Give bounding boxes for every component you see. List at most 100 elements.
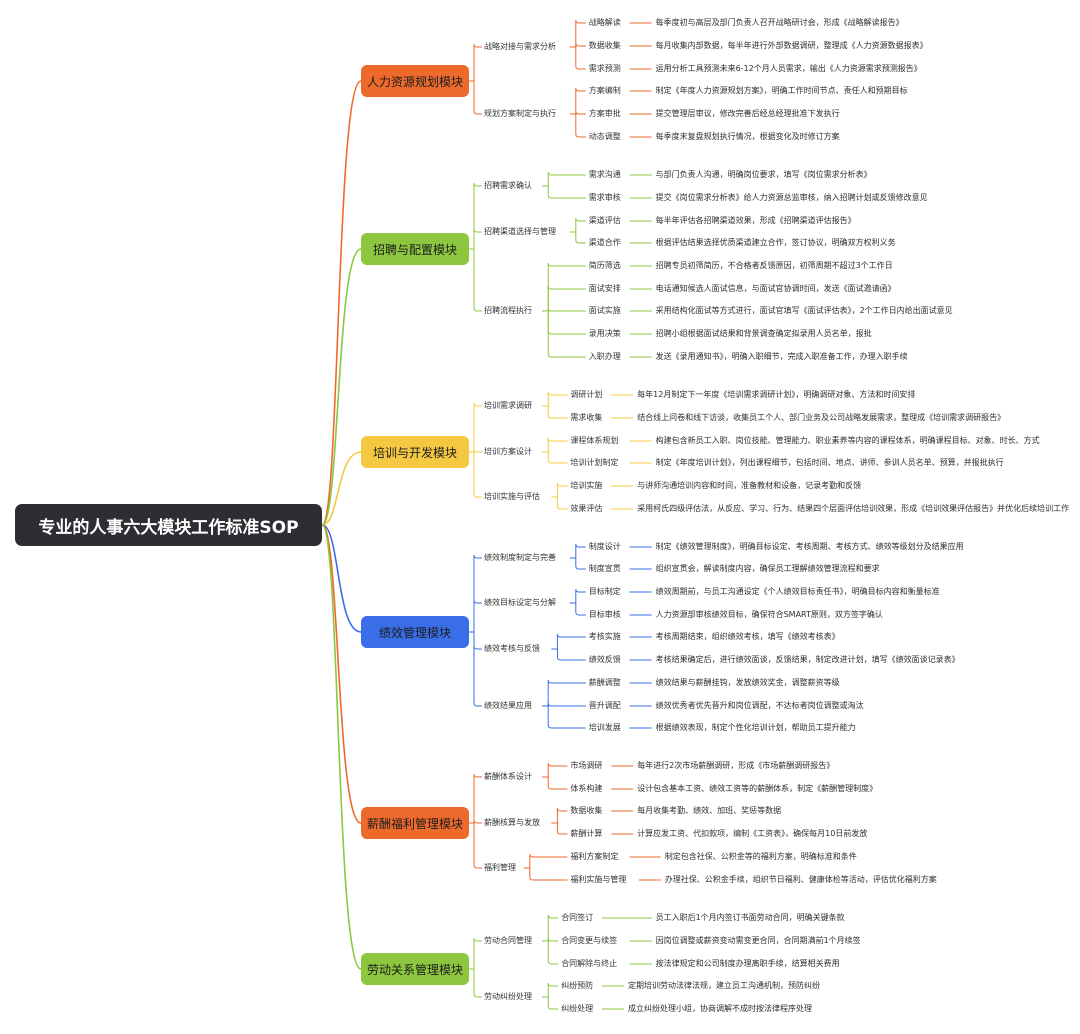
leaf-description[interactable]: 与部门负责人沟通，明确岗位要求，填写《岗位需求分析表》 — [655, 170, 872, 179]
leaf-description[interactable]: 按法律规定和公司制度办理离职手续，结算相关费用 — [655, 959, 840, 968]
leaf-topic[interactable]: 方案编制 — [588, 86, 621, 95]
sub-topic[interactable]: 劳动合同管理 — [484, 936, 532, 945]
leaf-description[interactable]: 计算应发工资、代扣款项，编制《工资表》，确保每月10日前发放 — [637, 829, 868, 838]
leaf-description[interactable]: 成立纠纷处理小组，协商调解不成时按法律程序处理 — [628, 1004, 812, 1013]
sub-topic[interactable]: 培训方案设计 — [484, 447, 532, 456]
leaf-description[interactable]: 根据绩效表现，制定个性化培训计划，帮助员工提升能力 — [655, 723, 856, 732]
leaf-topic[interactable]: 需求收集 — [570, 413, 603, 422]
leaf-topic[interactable]: 合同解除与终止 — [561, 959, 618, 968]
leaf-description[interactable]: 每季度末复盘规划执行情况，根据变化及时修订方案 — [655, 132, 840, 141]
leaf-topic[interactable]: 面试实施 — [588, 306, 621, 315]
leaf-description[interactable]: 考核结果确定后，进行绩效面谈，反馈结果，制定改进计划，填写《绩效面谈记录表》 — [655, 655, 960, 664]
leaf-topic[interactable]: 需求沟通 — [588, 170, 621, 179]
leaf-topic[interactable]: 绩效反馈 — [588, 655, 621, 664]
sub-topic[interactable]: 培训需求调研 — [484, 401, 532, 410]
leaf-topic[interactable]: 考核实施 — [588, 632, 621, 641]
leaf-description[interactable]: 办理社保、公积金手续，组织节日福利、健康体检等活动，评估优化福利方案 — [664, 875, 937, 884]
sub-topic[interactable]: 战略对接与需求分析 — [484, 42, 556, 51]
leaf-topic[interactable]: 渠道合作 — [588, 238, 621, 247]
module-3[interactable]: 培训与开发模块 — [361, 436, 469, 468]
leaf-description[interactable]: 招聘专员初筛简历，不合格者反馈原因，初筛周期不超过3个工作日 — [655, 261, 893, 270]
leaf-description[interactable]: 与讲师沟通培训内容和时间，准备教材和设备，记录考勤和反馈 — [637, 481, 862, 490]
leaf-description[interactable]: 绩效结果与薪酬挂钩，发放绩效奖金，调整薪资等级 — [655, 678, 840, 687]
leaf-topic[interactable]: 简历筛选 — [588, 261, 621, 270]
leaf-topic[interactable]: 需求预测 — [588, 64, 621, 73]
leaf-description[interactable]: 提交管理层审议，修改完善后经总经理批准下发执行 — [655, 109, 840, 118]
leaf-description[interactable]: 定期培训劳动法律法规，建立员工沟通机制，预防纠纷 — [628, 981, 820, 990]
sub-topic[interactable]: 规划方案制定与执行 — [484, 109, 556, 118]
leaf-description[interactable]: 招聘小组根据面试结果和背景调查确定拟录用人员名单，报批 — [655, 329, 872, 338]
leaf-topic[interactable]: 培训发展 — [588, 723, 621, 732]
sub-topic[interactable]: 福利管理 — [484, 863, 516, 872]
sub-topic[interactable]: 招聘流程执行 — [484, 306, 532, 315]
sub-topic[interactable]: 劳动纠纷处理 — [484, 992, 532, 1001]
leaf-topic[interactable]: 纠纷处理 — [561, 1004, 594, 1013]
module-1[interactable]: 人力资源规划模块 — [361, 65, 469, 97]
sub-topic[interactable]: 薪酬体系设计 — [484, 772, 532, 781]
leaf-topic[interactable]: 调研计划 — [570, 390, 603, 399]
leaf-description[interactable]: 设计包含基本工资、绩效工资等的薪酬体系，制定《薪酬管理制度》 — [637, 784, 878, 793]
leaf-topic[interactable]: 目标制定 — [588, 587, 621, 596]
sub-topic[interactable]: 绩效目标设定与分解 — [484, 598, 556, 607]
module-2[interactable]: 招聘与配置模块 — [361, 233, 469, 265]
sub-topic[interactable]: 招聘需求确认 — [484, 181, 532, 190]
leaf-topic[interactable]: 制度宣贯 — [588, 564, 621, 573]
sub-topic[interactable]: 招聘渠道选择与管理 — [484, 227, 556, 236]
leaf-description[interactable]: 绩效优秀者优先晋升和岗位调配，不达标者岗位调整或淘汰 — [655, 701, 864, 710]
leaf-description[interactable]: 制定《年度人力资源规划方案》，明确工作时间节点、责任人和预期目标 — [655, 86, 908, 95]
leaf-topic[interactable]: 目标审核 — [588, 610, 621, 619]
leaf-topic[interactable]: 面试安排 — [588, 284, 621, 293]
leaf-topic[interactable]: 体系构建 — [570, 784, 603, 793]
leaf-topic[interactable]: 薪酬计算 — [570, 829, 603, 838]
leaf-topic[interactable]: 培训实施 — [570, 481, 603, 490]
leaf-topic[interactable]: 纠纷预防 — [561, 981, 594, 990]
leaf-description[interactable]: 考核周期结束，组织绩效考核，填写《绩效考核表》 — [655, 632, 840, 641]
leaf-topic[interactable]: 福利实施与管理 — [570, 875, 627, 884]
leaf-topic[interactable]: 渠道评估 — [588, 216, 621, 225]
leaf-topic[interactable]: 薪酬调整 — [588, 678, 621, 687]
module-5[interactable]: 薪酬福利管理模块 — [361, 807, 469, 839]
sub-topic[interactable]: 绩效结果应用 — [484, 701, 532, 710]
leaf-description[interactable]: 构建包含新员工入职、岗位技能、管理能力、职业素养等内容的课程体系，明确课程目标、… — [655, 436, 1040, 445]
leaf-topic[interactable]: 入职办理 — [588, 352, 621, 361]
leaf-description[interactable]: 制定包含社保、公积金等的福利方案，明确标准和条件 — [664, 852, 857, 861]
leaf-topic[interactable]: 战略解读 — [588, 18, 621, 27]
leaf-description[interactable]: 每年进行2次市场薪酬调研，形成《市场薪酬调研报告》 — [637, 761, 835, 770]
leaf-topic[interactable]: 培训计划制定 — [570, 458, 619, 467]
leaf-description[interactable]: 每年12月制定下一年度《培训需求调研计划》，明确调研对象、方法和时间安排 — [637, 390, 916, 399]
leaf-description[interactable]: 因岗位调整或薪资变动需变更合同，合同期满前1个月续签 — [655, 936, 861, 945]
leaf-topic[interactable]: 效果评估 — [570, 504, 603, 513]
sub-topic[interactable]: 绩效制度制定与完善 — [484, 553, 556, 562]
leaf-description[interactable]: 发送《录用通知书》，明确入职细节，完成入职准备工作，办理入职手续 — [655, 352, 908, 361]
leaf-topic[interactable]: 方案审批 — [588, 109, 621, 118]
sub-topic[interactable]: 薪酬核算与发放 — [484, 818, 540, 827]
leaf-description[interactable]: 根据评估结果选择优质渠道建立合作，签订协议，明确双方权利义务 — [655, 238, 896, 247]
leaf-description[interactable]: 人力资源部审核绩效目标，确保符合SMART原则，双方签字确认 — [655, 610, 883, 619]
leaf-topic[interactable]: 课程体系规划 — [570, 436, 619, 445]
leaf-description[interactable]: 提交《岗位需求分析表》给人力资源总监审核，纳入招聘计划或反馈修改意见 — [655, 193, 928, 202]
leaf-description[interactable]: 采用柯氏四级评估法，从反应、学习、行为、结果四个层面评估培训效果，形成《培训效果… — [637, 504, 1070, 513]
module-4[interactable]: 绩效管理模块 — [361, 616, 469, 648]
leaf-topic[interactable]: 动态调整 — [588, 132, 621, 141]
leaf-topic[interactable]: 晋升调配 — [588, 701, 621, 710]
sub-topic[interactable]: 培训实施与评估 — [484, 492, 540, 501]
leaf-description[interactable]: 绩效周期前，与员工沟通设定《个人绩效目标责任书》，明确目标内容和衡量标准 — [655, 587, 940, 596]
leaf-topic[interactable]: 制度设计 — [588, 542, 621, 551]
module-6[interactable]: 劳动关系管理模块 — [361, 953, 469, 985]
leaf-description[interactable]: 员工入职后1个月内签订书面劳动合同，明确关键条款 — [655, 913, 845, 922]
leaf-description[interactable]: 制定《绩效管理制度》，明确目标设定、考核周期、考核方式、绩效等级划分及结果应用 — [655, 542, 964, 551]
leaf-topic[interactable]: 福利方案制定 — [570, 852, 619, 861]
leaf-description[interactable]: 每月收集内部数据，每半年进行外部数据调研，整理成《人力资源数据报表》 — [655, 41, 928, 50]
leaf-description[interactable]: 每月收集考勤、绩效、加班、奖惩等数据 — [637, 806, 782, 815]
leaf-description[interactable]: 采用结构化面试等方式进行，面试官填写《面试评估表》，2个工作日内给出面试意见 — [655, 306, 953, 315]
leaf-description[interactable]: 制定《年度培训计划》，列出课程细节，包括时间、地点、讲师、参训人员名单、预算，并… — [655, 458, 1004, 467]
leaf-topic[interactable]: 合同签订 — [561, 913, 594, 922]
leaf-description[interactable]: 每半年评估各招聘渠道效果，形成《招聘渠道评估报告》 — [655, 216, 856, 225]
leaf-description[interactable]: 组织宣贯会，解读制度内容，确保员工理解绩效管理流程和要求 — [655, 564, 880, 573]
leaf-topic[interactable]: 市场调研 — [570, 761, 603, 770]
leaf-topic[interactable]: 数据收集 — [588, 41, 621, 50]
leaf-description[interactable]: 电话通知候选人面试信息，与面试官协调时间，发送《面试邀请函》 — [655, 284, 896, 293]
leaf-description[interactable]: 运用分析工具预测未来6-12个月人员需求，输出《人力资源需求预测报告》 — [655, 64, 922, 73]
sub-topic[interactable]: 绩效考核与反馈 — [484, 644, 540, 653]
leaf-topic[interactable]: 需求审核 — [588, 193, 621, 202]
